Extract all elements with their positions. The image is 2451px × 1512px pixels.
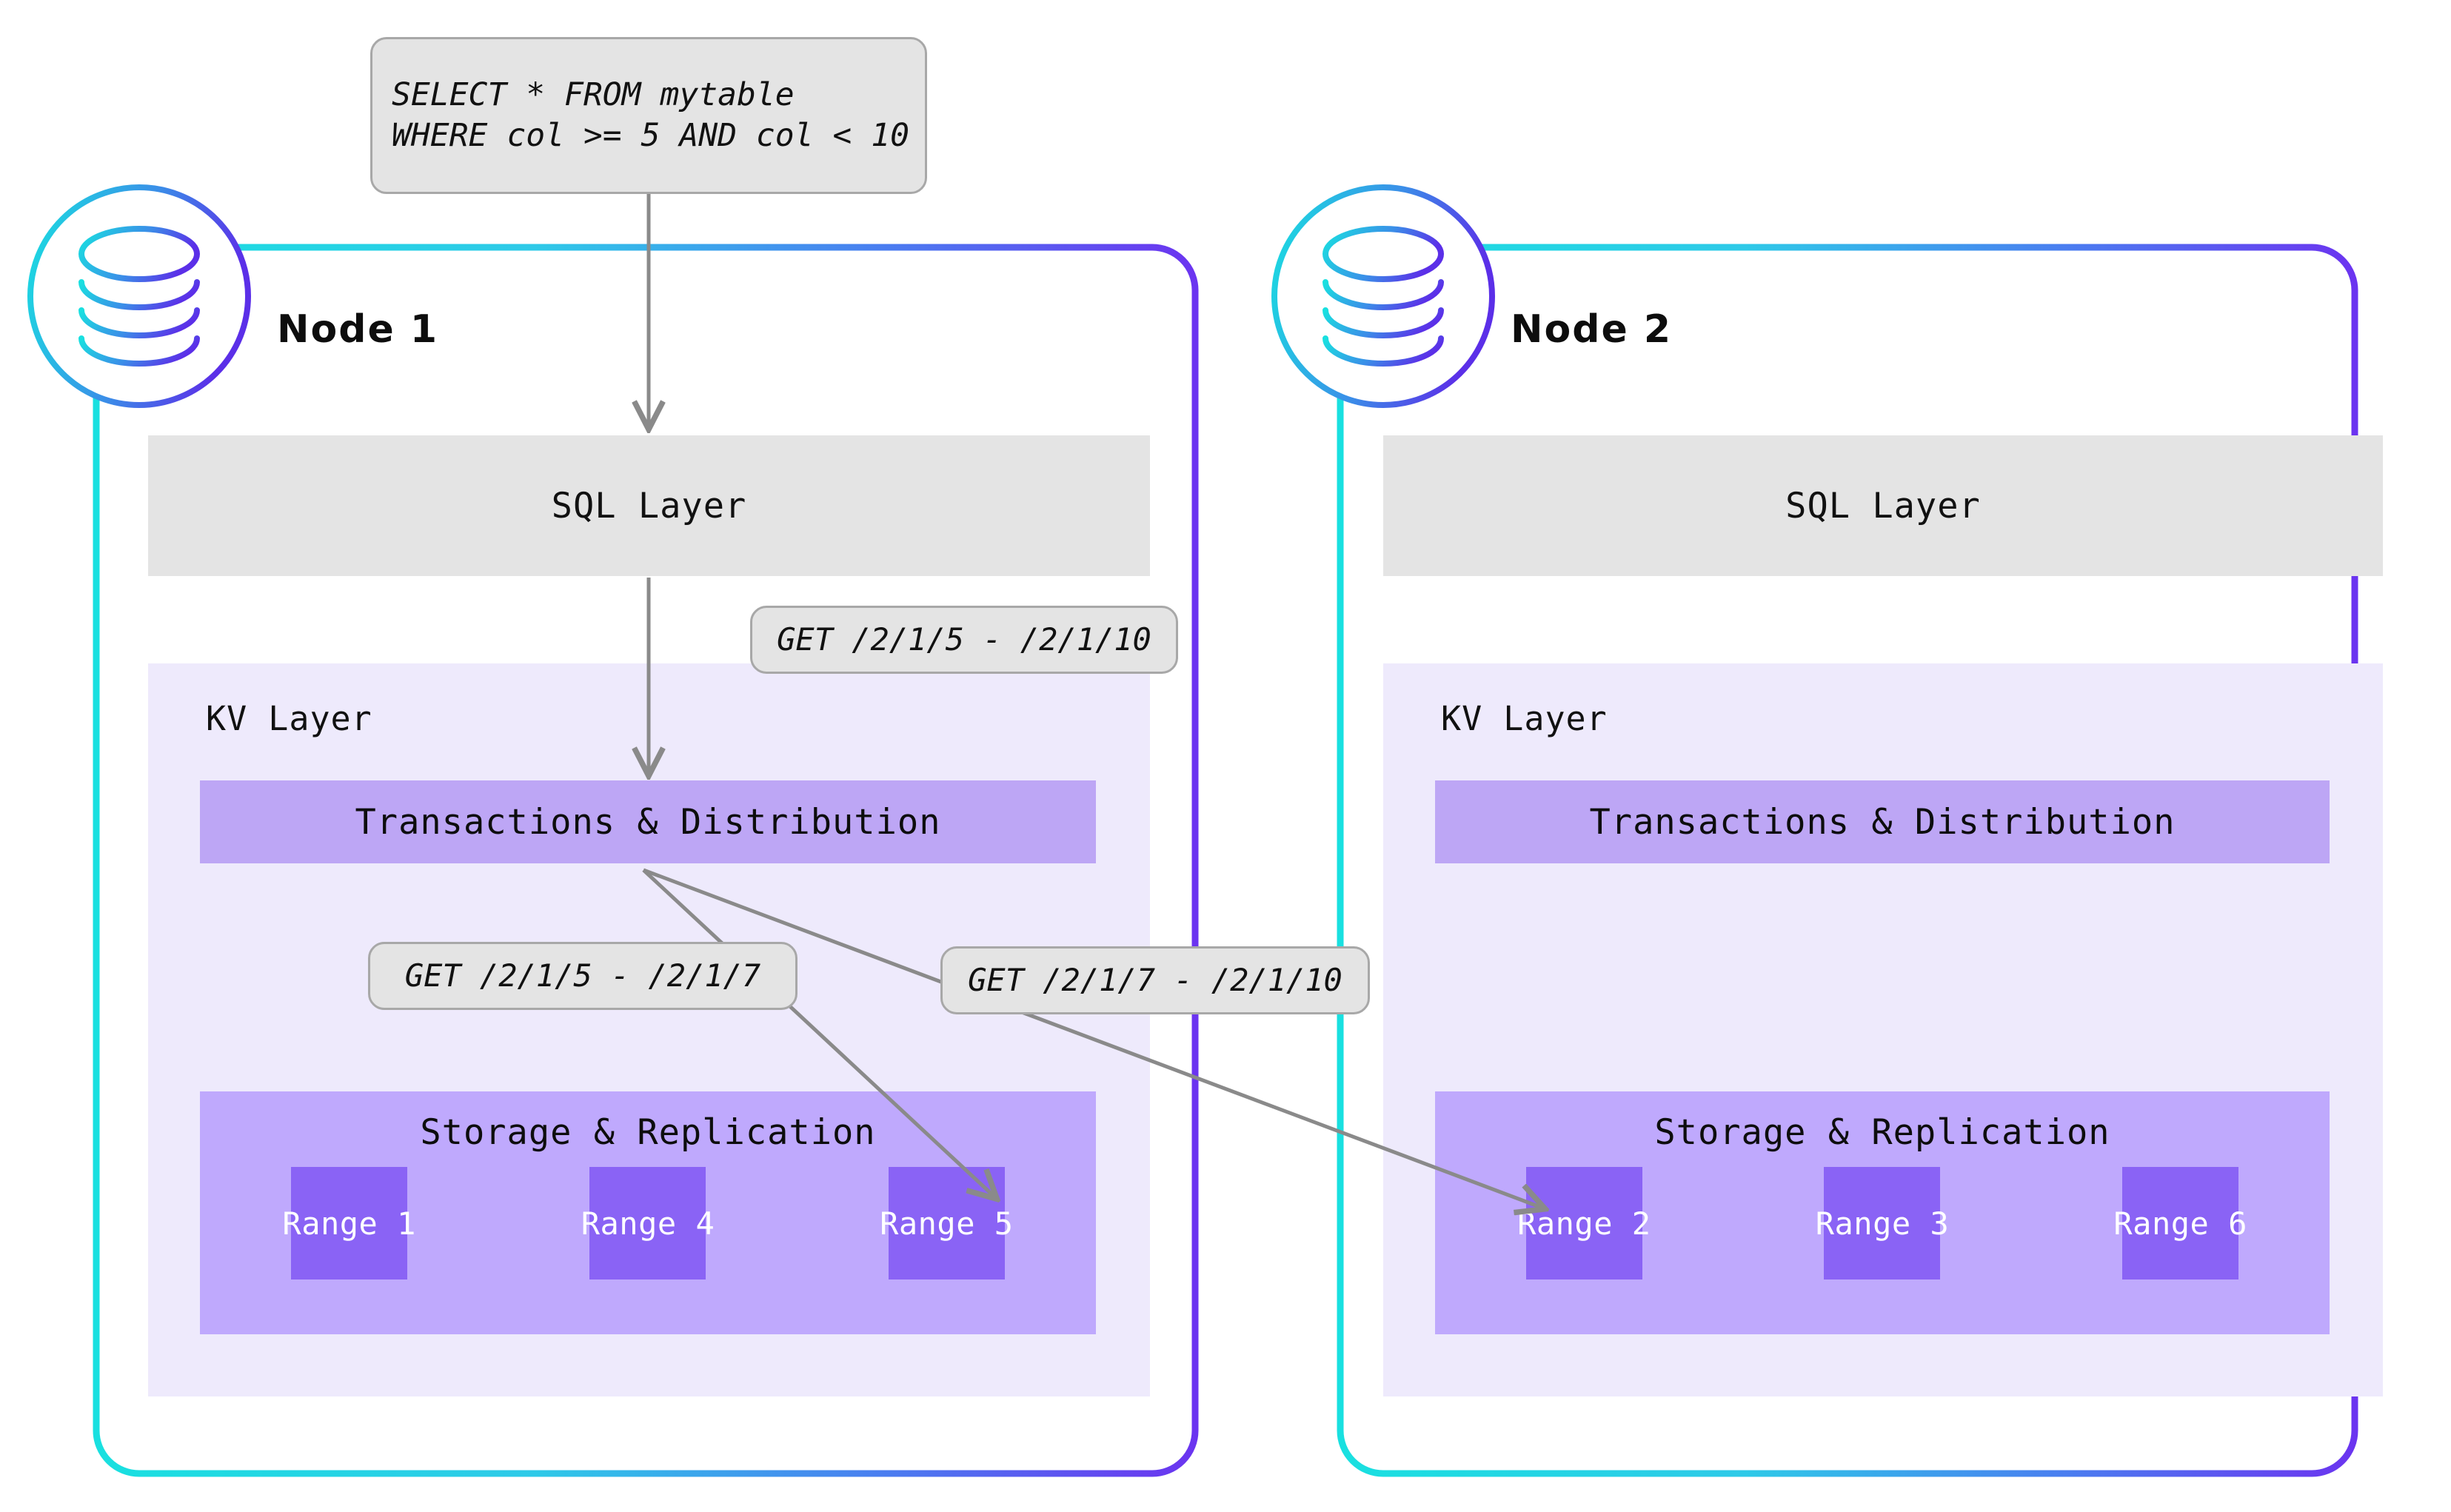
node-1-kv-layer-label: KV Layer [206, 699, 372, 738]
node-2-kv-layer: KV Layer Transactions & Distribution Sto… [1383, 663, 2383, 1396]
node-2-badge-ring [1271, 184, 1495, 408]
range-local-text: GET /2/1/5 - /2/1/7 [404, 957, 761, 994]
node-1-sql-layer-label: SQL Layer [551, 485, 747, 526]
node-1-range-label-1: Range 1 [282, 1205, 416, 1242]
range-remote-text: GET /2/1/7 - /2/1/10 [968, 962, 1342, 999]
node-2-badge [1271, 184, 1495, 408]
node-1-storage-label: Storage & Replication [420, 1112, 876, 1153]
node-2-transactions-band: Transactions & Distribution [1435, 780, 2330, 863]
node-2-range-box-2[interactable]: Range 2 [1517, 1167, 1651, 1279]
node-1-badge [27, 184, 251, 408]
node-1-range-label-4: Range 4 [581, 1205, 715, 1242]
node-2-range-box-6[interactable]: Range 6 [2113, 1167, 2247, 1279]
node-2-range-label-2: Range 2 [1517, 1205, 1651, 1242]
sql-query-callout: SELECT * FROM mytable WHERE col >= 5 AND… [370, 37, 927, 194]
node-1-kv-layer: KV Layer Transactions & Distribution Sto… [148, 663, 1150, 1396]
node-1-badge-ring [27, 184, 251, 408]
node-1-title: Node 1 [277, 307, 439, 352]
node-2-storage-label: Storage & Replication [1654, 1112, 2110, 1153]
database-cylinder-icon [1323, 226, 1444, 367]
node-2-range-box-3[interactable]: Range 3 [1816, 1167, 1949, 1279]
sql-query-text: SELECT * FROM mytable WHERE col >= 5 AND… [392, 76, 909, 154]
node-1-range-box-4[interactable]: Range 4 [581, 1167, 715, 1279]
node-1-range-label-5: Range 5 [880, 1205, 1014, 1242]
node-2-range-label-3: Range 3 [1815, 1205, 1950, 1242]
node-1-range-box-5[interactable]: Range 5 [880, 1167, 1013, 1279]
node-2-range-row: Range 2 Range 3 Range 6 [1435, 1167, 2330, 1279]
node-1-storage-band: Storage & Replication Range 1 Range 4 Ra… [200, 1091, 1096, 1334]
kv-request-callout: GET /2/1/5 - /2/1/10 [750, 606, 1178, 674]
node-2-range-label-6: Range 6 [2113, 1205, 2247, 1242]
node-2-sql-layer-label: SQL Layer [1785, 485, 1981, 526]
database-cylinder-icon [78, 226, 200, 367]
kv-request-text: GET /2/1/5 - /2/1/10 [777, 621, 1151, 658]
node-2-storage-band: Storage & Replication Range 2 Range 3 Ra… [1435, 1091, 2330, 1334]
node-2-sql-layer: SQL Layer [1383, 435, 2383, 576]
range-local-callout: GET /2/1/5 - /2/1/7 [368, 942, 798, 1010]
node-2-title: Node 2 [1511, 307, 1673, 352]
node-1-transactions-label: Transactions & Distribution [355, 801, 941, 843]
node-2-transactions-label: Transactions & Distribution [1589, 801, 2176, 843]
node-1-range-box-1[interactable]: Range 1 [282, 1167, 415, 1279]
node-1-range-row: Range 1 Range 4 Range 5 [200, 1167, 1096, 1279]
node-2-kv-layer-label: KV Layer [1441, 699, 1608, 738]
node-1-transactions-band: Transactions & Distribution [200, 780, 1096, 863]
node-1-sql-layer: SQL Layer [148, 435, 1150, 576]
range-remote-callout: GET /2/1/7 - /2/1/10 [940, 946, 1370, 1014]
